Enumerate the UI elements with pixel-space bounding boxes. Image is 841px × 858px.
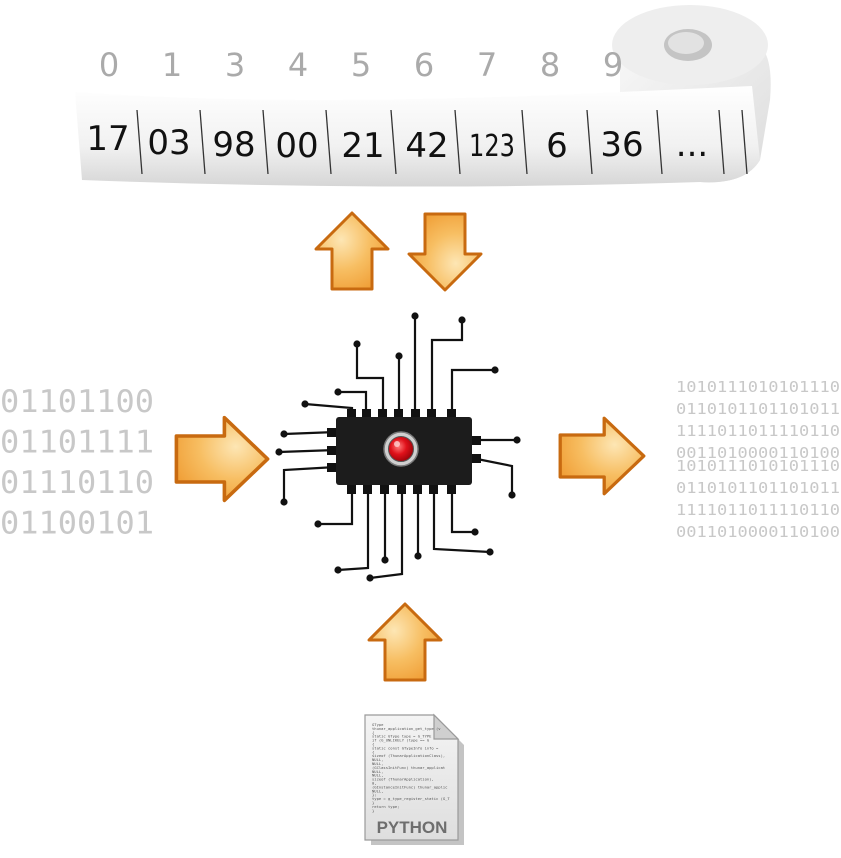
- tape-cell: 42: [405, 126, 448, 166]
- tape-divider: [521, 109, 528, 175]
- document-fold-corner: [433, 713, 460, 740]
- code-line: NULL,: [372, 761, 383, 766]
- tape-divider: [586, 109, 593, 175]
- code-line: {: [372, 742, 374, 747]
- tape: 0 1 3 4 5 6 7 8 9 17 03 98 00 21 42 123 6 36...: [75, 5, 771, 187]
- tape-divider: [390, 109, 397, 175]
- tape-arrows: [314, 211, 483, 292]
- code-line: NULL,: [372, 757, 383, 762]
- code-line: };: [372, 792, 377, 797]
- code-line: sizeof (ThunarApplication),: [372, 777, 434, 782]
- output-binary-line: 1111011011110110: [676, 422, 840, 440]
- document-label: PYTHON: [377, 818, 448, 837]
- tape-cell: 6: [546, 126, 568, 166]
- tape-dividers: [136, 109, 748, 175]
- tape-cell: 123: [469, 129, 515, 164]
- input-binary-line: 01100101: [0, 506, 154, 542]
- code-line: }: [372, 808, 374, 813]
- input-binary-line: 01110110: [0, 465, 154, 501]
- tape-cell-row: 17 03 98 00 21 42 123 6 36...: [86, 119, 708, 166]
- output-binary-block: 1010111010101110 0110101101101011 11110110…: [676, 378, 840, 541]
- tape-cell: 21: [341, 126, 384, 166]
- code-line: NULL,: [372, 788, 383, 793]
- code-line: NULL,: [372, 773, 383, 778]
- code-line: type = g_type_register_static (G_T: [372, 796, 450, 801]
- output-binary-line: 0011010000110100: [676, 523, 840, 541]
- code-line: GType: [372, 722, 384, 727]
- tape-strip: [75, 86, 760, 187]
- arrow-right-input-icon: [174, 415, 270, 503]
- input-binary-block: 01101100 01101111 01110110 01100101: [0, 384, 154, 542]
- tape-divider: [718, 109, 725, 175]
- tape-index: 9: [603, 46, 623, 84]
- tape-cell: 17: [86, 119, 129, 159]
- code-line: NULL,: [372, 769, 383, 774]
- arrow-right-output-icon: [558, 416, 646, 496]
- tape-cell: 00: [275, 126, 318, 166]
- tape-index: 5: [351, 46, 371, 84]
- tape-divider: [325, 109, 332, 175]
- tape-index: 1: [162, 46, 182, 84]
- tape-cell: ...: [676, 125, 708, 165]
- output-binary-line: 0110101101101011: [676, 400, 840, 418]
- code-line: if (G_UNLIKELY (type == G: [372, 738, 430, 743]
- tape-divider: [262, 109, 269, 175]
- tape-index: 3: [225, 46, 245, 84]
- code-line: (GInstanceInitFunc) thunar_applic: [372, 784, 447, 789]
- code-line: {: [372, 749, 374, 754]
- arrow-down-read-icon: [407, 212, 483, 292]
- input-binary-line: 01101111: [0, 425, 154, 461]
- code-line: 0,: [372, 781, 377, 786]
- code-line: static const GTypeInfo info =: [372, 745, 439, 750]
- tape-divider: [454, 109, 461, 175]
- output-binary-line: 0110101101101011: [676, 479, 840, 497]
- output-binary-line: 1010111010101110: [676, 378, 840, 396]
- tape-divider: [656, 109, 663, 175]
- processor-chip: [275, 312, 521, 582]
- code-line: static GType type = G_TYPE: [372, 734, 432, 739]
- code-line: {: [372, 730, 374, 735]
- tape-index-row: 0 1 3 4 5 6 7 8 9: [99, 46, 623, 84]
- input-binary-line: 01101100: [0, 384, 154, 420]
- tape-index: 6: [414, 46, 434, 84]
- output-binary-line: 1010111010101110: [676, 457, 840, 475]
- tape-index: 8: [540, 46, 560, 84]
- output-binary-line: 0011010000110100: [676, 444, 840, 462]
- code-line: }: [372, 800, 374, 805]
- tape-cell: 36: [600, 125, 643, 165]
- tape-index: 7: [477, 46, 497, 84]
- arrow-up-program-icon: [367, 602, 443, 682]
- code-line: thunar_application_get_type (v: [372, 726, 441, 731]
- arrow-up-write-icon: [314, 211, 390, 291]
- tape-index: 0: [99, 46, 119, 84]
- output-binary-line: 1111011011110110: [676, 501, 840, 519]
- tape-cell: 03: [147, 123, 190, 163]
- tape-divider: [741, 109, 748, 175]
- chip-led-icon: [388, 436, 414, 462]
- code-line: sizeof (ThunarApplicationClass),: [372, 753, 445, 758]
- tape-divider: [136, 109, 143, 175]
- tape-cell: 98: [212, 125, 255, 165]
- tape-index: 4: [288, 46, 308, 84]
- tape-divider: [199, 109, 206, 175]
- code-line: (GClassInitFunc) thunar_applicat: [372, 765, 445, 770]
- code-line: return type;: [372, 804, 399, 809]
